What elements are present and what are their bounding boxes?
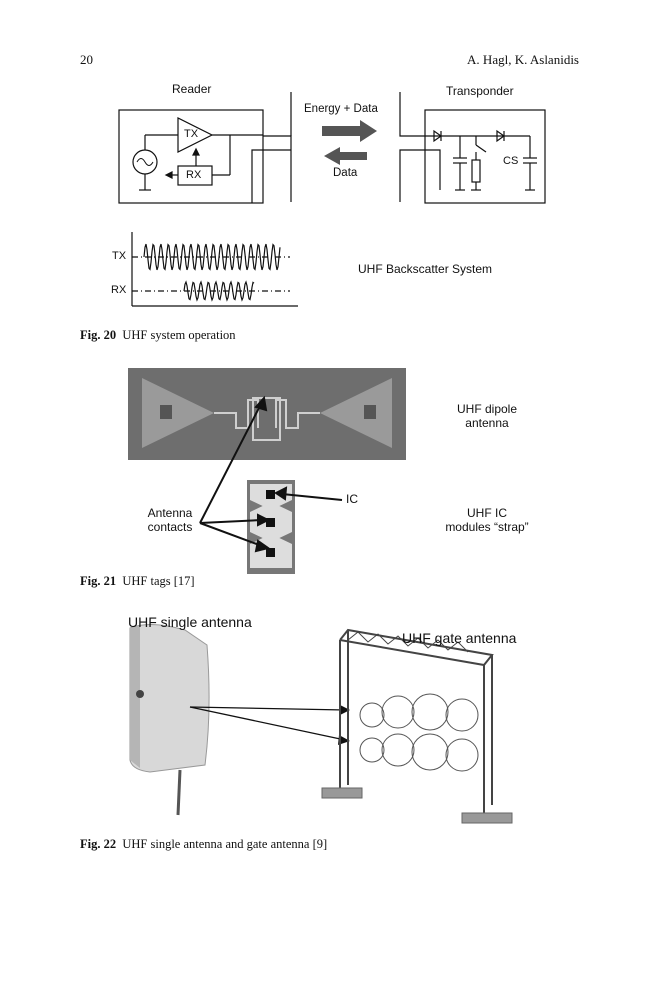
tx-signal-wave <box>143 243 281 271</box>
data-arrow <box>324 147 367 165</box>
fig20-caption-text: UHF system operation <box>122 328 236 342</box>
gate-antenna-structure <box>339 628 494 815</box>
running-header-authors: A. Hagl, K. Aslanidis <box>467 52 579 67</box>
reader-box <box>118 109 264 204</box>
tx-signal-label: TX <box>112 250 127 262</box>
data-label: Data <box>333 167 358 179</box>
rx-box-label: RX <box>186 169 202 181</box>
page-number: 20 <box>80 52 93 67</box>
single-antenna-label: UHF single antenna <box>128 614 252 630</box>
dipole-label-line1: UHF dipole <box>456 402 518 416</box>
fig20-diagram <box>118 92 546 307</box>
fig21-diagram <box>128 368 406 574</box>
cs-label: CS <box>503 155 519 167</box>
transponder-label: Transponder <box>446 84 514 98</box>
strap-label-line1: UHF IC <box>467 506 507 520</box>
fig21-caption: Fig. 21 UHF tags [17] <box>80 574 195 589</box>
single-antenna-panel <box>129 624 210 773</box>
strap-label-line2: modules “strap” <box>445 520 529 534</box>
gate-antenna-label: UHF gate antenna <box>402 630 517 646</box>
rx-signal-wave <box>183 280 255 302</box>
fig21-caption-number: Fig. 21 <box>80 574 117 588</box>
fig22-diagram <box>129 624 513 824</box>
antenna-contacts-line2: contacts <box>147 520 193 534</box>
reader-label: Reader <box>172 82 212 96</box>
tx-box-label: TX <box>184 128 199 140</box>
fig22-caption-number: Fig. 22 <box>80 837 117 851</box>
fig20-caption: Fig. 20 UHF system operation <box>80 328 236 343</box>
strap-label: UHF IC modules “strap” <box>432 506 542 534</box>
fig22-caption: Fig. 22 UHF single antenna and gate ante… <box>80 837 327 852</box>
ic-label: IC <box>346 492 358 506</box>
system-label: UHF Backscatter System <box>358 262 493 276</box>
rx-signal-label: RX <box>111 284 127 296</box>
dipole-label: UHF dipole antenna <box>451 402 523 430</box>
antenna-contacts-line1: Antenna <box>147 506 193 520</box>
dipole-label-line2: antenna <box>465 416 509 430</box>
fig20-caption-number: Fig. 20 <box>80 328 117 342</box>
energy-data-label: Energy + Data <box>304 103 378 115</box>
energy-data-arrow <box>322 120 377 142</box>
fig22-caption-text: UHF single antenna and gate antenna [9] <box>122 837 328 851</box>
fig21-caption-text: UHF tags [17] <box>122 574 195 588</box>
transponder-box <box>424 109 546 204</box>
tx-amplifier-icon <box>177 117 214 153</box>
antenna-contacts-label: Antenna contacts <box>130 506 210 534</box>
